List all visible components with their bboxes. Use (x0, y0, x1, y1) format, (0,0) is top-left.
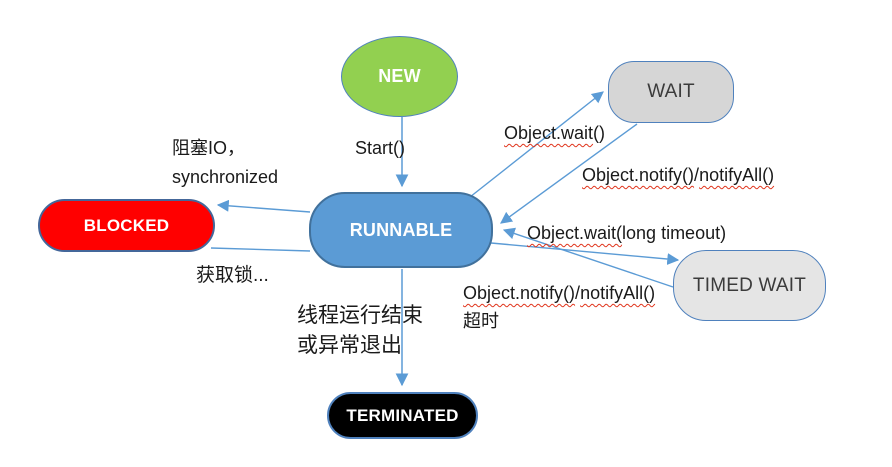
node-blocked: BLOCKED (38, 199, 215, 252)
edge-label-blocked-reason: 阻塞IO， synchronized (172, 134, 278, 192)
edge-label-segment: / (694, 165, 700, 185)
edge-label-segment: Object.notify() (582, 165, 695, 185)
node-timed-wait-label: TIMED WAIT (692, 274, 807, 296)
edge-wait-to-runnable (500, 123, 638, 224)
edge-label-blocked-reason-line1: 阻塞IO， (172, 138, 246, 158)
node-blocked-label: BLOCKED (83, 215, 170, 235)
edge-label-segment: () (593, 123, 606, 143)
edge-label-segment: notifyAll() (580, 283, 656, 303)
edge-label-segment: Object.wait( (527, 223, 623, 243)
edge-label-terminate-reason-line2: 或异常退出 (297, 334, 402, 357)
node-runnable: RUNNABLE (309, 192, 493, 268)
node-new-label: NEW (378, 66, 421, 86)
edge-label-segment: long timeout) (622, 223, 727, 243)
edge-label-start: Start() (355, 138, 406, 158)
node-timed-wait: TIMED WAIT (673, 250, 826, 321)
edge-runnable-to-wait (469, 91, 604, 198)
edge-label-segment: Object.wait (504, 123, 594, 143)
edge-label-timeout-cn: 超时 (463, 311, 499, 331)
edge-label-segment: Object.notify() (463, 283, 576, 303)
node-runnable-label: RUNNABLE (349, 219, 453, 240)
node-wait-label: WAIT (647, 81, 695, 102)
edge-label-object-wait: Object.wait() (504, 123, 605, 144)
edge-label-notify-notifyall-upper: Object.notify()/notifyAll() (582, 165, 774, 186)
edge-label-terminate-reason: 线程运行结束 或异常退出 (297, 301, 423, 361)
node-wait: WAIT (608, 61, 734, 123)
edge-label-wait-long-timeout: Object.wait(long timeout) (527, 223, 726, 244)
edge-label-segment: / (575, 283, 581, 303)
edge-label-blocked-reason-line2: synchronized (172, 167, 279, 187)
edge-runnable-to-timed-wait (490, 242, 680, 265)
edge-label-terminate-reason-line1: 线程运行结束 (297, 304, 423, 327)
edge-label-notify-notifyall-timeout: Object.notify()/notifyAll() 超时 (463, 279, 655, 335)
edge-label-segment: notifyAll() (699, 165, 775, 185)
edge-blocked-to-runnable (210, 247, 311, 252)
edge-label-acquire-lock: 获取锁... (196, 265, 269, 286)
node-terminated: TERMINATED (327, 392, 478, 439)
node-new: NEW (341, 36, 458, 117)
edge-timed-wait-to-runnable (502, 227, 674, 288)
edge-label-notify-notifyall-lower-line: Object.notify()/notifyAll() (463, 279, 655, 307)
edge-runnable-to-blocked (216, 199, 311, 213)
node-terminated-label: TERMINATED (346, 405, 459, 425)
